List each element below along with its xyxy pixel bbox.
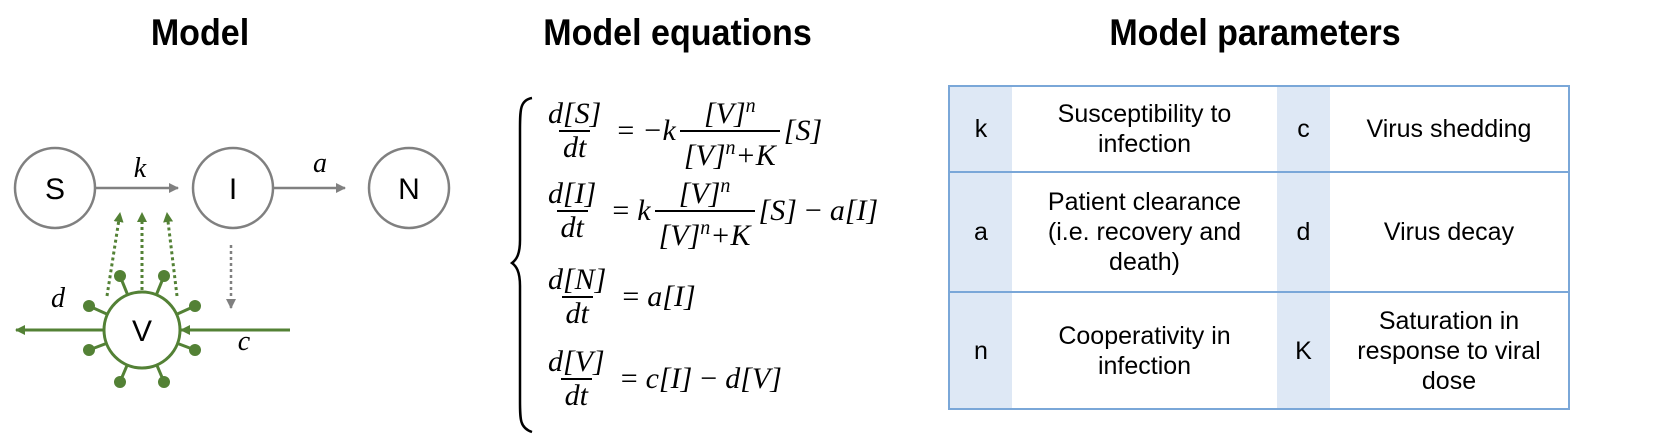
left-brace-icon <box>510 96 533 434</box>
svg-text:I: I <box>229 173 237 206</box>
param-symbol: a <box>949 171 1012 293</box>
equation-ds-dt: d[S]dt = −k [V]n[V]n+K [S] <box>548 95 823 172</box>
svg-text:N: N <box>398 173 420 206</box>
param-description: Virus decay <box>1330 171 1569 293</box>
table-row: n Cooperativity in infection K Saturatio… <box>949 291 1569 410</box>
param-symbol: n <box>949 291 1012 410</box>
node-n: N <box>367 146 451 230</box>
param-description: Cooperativity in infection <box>1012 291 1277 410</box>
edge-v-to-infection-1 <box>105 212 124 297</box>
param-symbol: K <box>1277 291 1330 410</box>
param-description: Virus shedding <box>1330 85 1569 173</box>
equation-dv-dt: d[V]dt = c[I] − d[V] <box>548 345 782 412</box>
param-description: Susceptibility to infection <box>1012 85 1277 173</box>
svg-text:V: V <box>132 315 152 348</box>
param-description: Patient clearance (i.e. recovery and dea… <box>1012 171 1277 293</box>
model-equations: d[S]dt = −k [V]n[V]n+K [S] d[I]dt = k [V… <box>510 90 930 440</box>
param-symbol: k <box>949 85 1012 173</box>
edge-label-c: c <box>238 326 251 357</box>
equation-di-dt: d[I]dt = k [V]n[V]n+K [S] − a[I] <box>548 175 879 252</box>
edge-label-a: a <box>313 148 327 179</box>
edge-v-to-infection-3 <box>163 212 179 297</box>
model-diagram: S I N k a d c V <box>13 146 451 388</box>
table-row: a Patient clearance (i.e. recovery and d… <box>949 171 1569 293</box>
parameters-table: k Susceptibility to infection c Virus sh… <box>948 85 1570 410</box>
param-symbol: c <box>1277 85 1330 173</box>
edge-label-k: k <box>134 153 147 184</box>
parameters-title: Model parameters <box>1109 12 1401 53</box>
node-i: I <box>191 146 275 230</box>
model-title: Model <box>150 12 250 53</box>
svg-text:S: S <box>45 173 65 206</box>
node-v-virus: V <box>83 270 201 388</box>
table-row: k Susceptibility to infection c Virus sh… <box>949 85 1569 173</box>
equations-title: Model equations <box>543 12 812 53</box>
param-symbol: d <box>1277 171 1330 293</box>
equation-dn-dt: d[N]dt = a[I] <box>548 263 696 330</box>
edge-label-d: d <box>51 283 66 314</box>
param-description: Saturation in response to viral dose <box>1330 291 1569 410</box>
node-s: S <box>13 146 97 230</box>
